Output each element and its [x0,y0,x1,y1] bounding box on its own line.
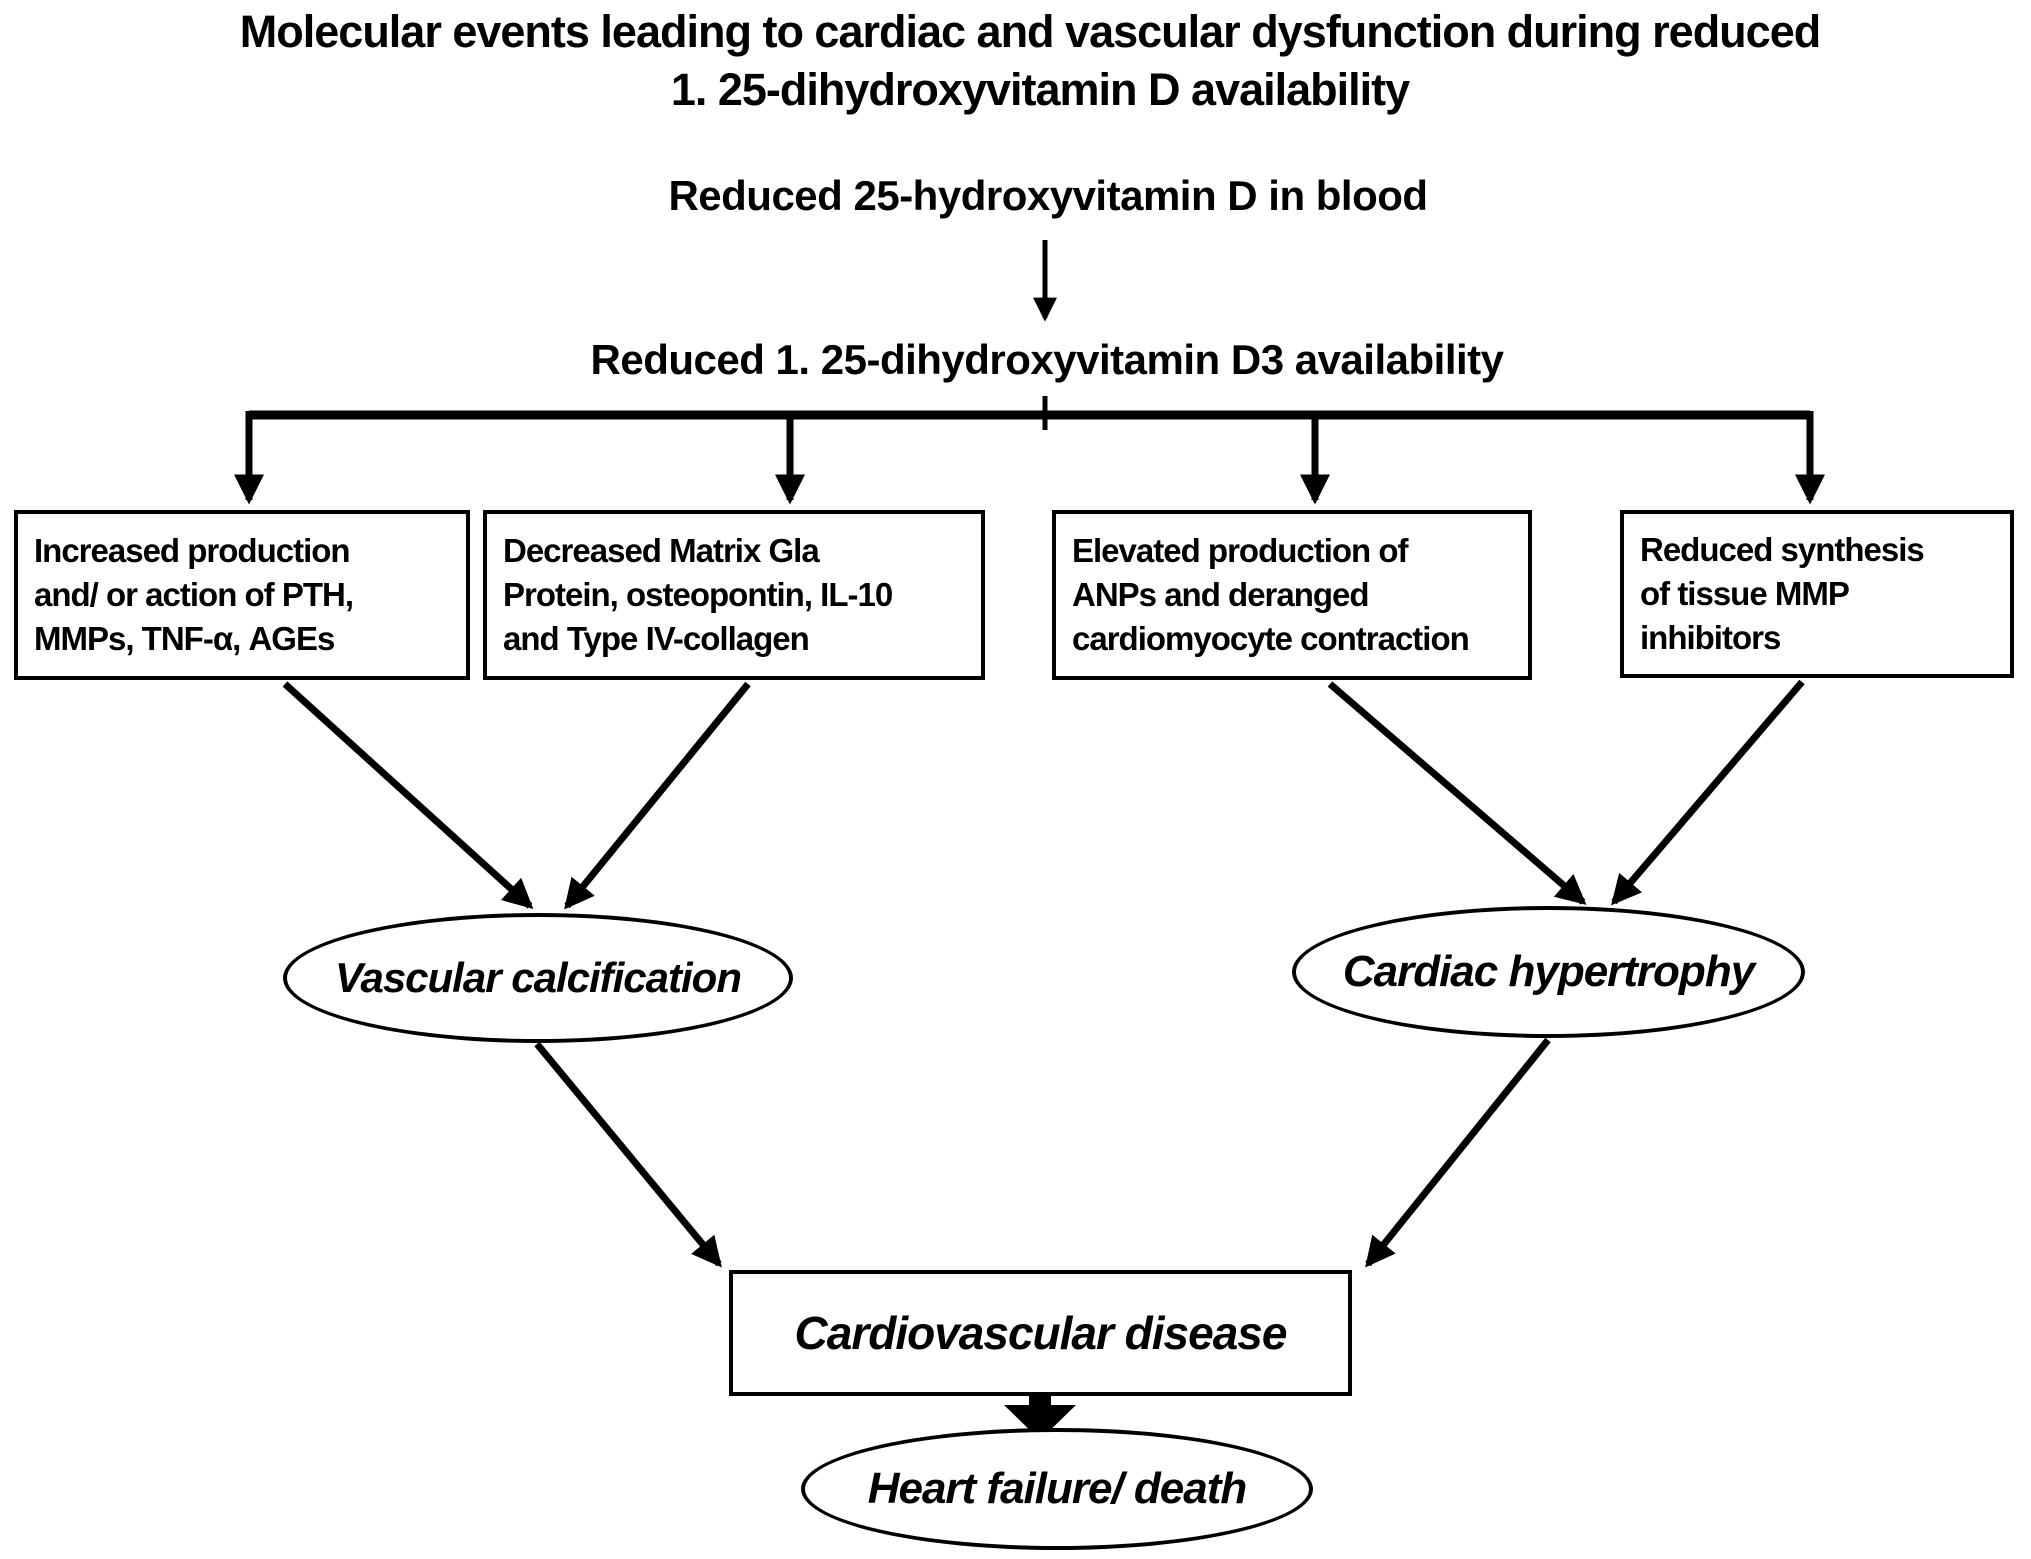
node-reduced-1-25-dihydroxyvitamin-d3: Reduced 1. 25-dihydroxyvitamin D3 availa… [590,336,1505,383]
box-reduced-mmp-inhibitor-synthesis: Reduced synthesis of tissue MMP inhibito… [1620,510,2014,678]
node-reduced-25-hydroxyvitamin-d-blood: Reduced 25-hydroxyvitamin D in blood [668,172,1428,219]
box-increased-pth-production: Increased production and/ or action of P… [14,510,470,680]
diagram-title-line-2: 1. 25-dihydroxyvitamin D availability [670,64,1410,115]
arrow-cardiac-to-cvd [1365,1037,1551,1268]
arrow-pth-to-vascular [282,681,534,910]
ellipse-cardiac-hypertrophy: Cardiac hypertrophy [1292,906,1805,1038]
arrow-mmp-to-cardiac [1611,679,1805,906]
arrow-anp-to-cardiac [1327,681,1587,905]
box-elevated-anp-production: Elevated production of ANPs and deranged… [1052,510,1532,680]
ellipse-heart-failure-death: Heart failure/ death [801,1428,1313,1550]
box-cardiovascular-disease: Cardiovascular disease [729,1270,1352,1396]
arrow-cvd-to-heart-failure [1004,1396,1076,1440]
diagram-title-line-1: Molecular events leading to cardiac and … [239,6,1821,57]
arrow-vascular-to-cvd [534,1041,722,1268]
ellipse-vascular-calcification: Vascular calcification [283,913,793,1043]
arrow-mgp-to-vascular [564,681,751,910]
box-decreased-matrix-gla-protein: Decreased Matrix Gla Protein, osteoponti… [483,510,985,680]
